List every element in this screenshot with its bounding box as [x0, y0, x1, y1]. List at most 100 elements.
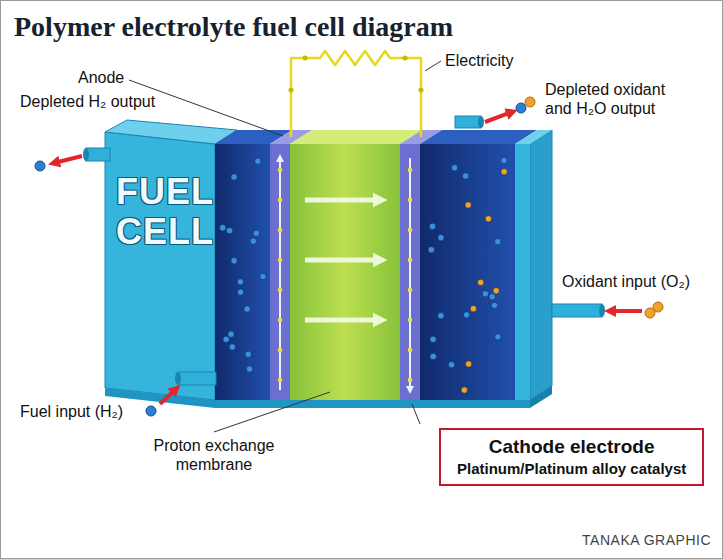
electric-circuit-part — [289, 88, 294, 93]
electron-dot — [278, 198, 283, 203]
gas-molecule — [489, 294, 495, 300]
electron-dots — [278, 168, 413, 383]
gas-molecule — [231, 258, 237, 264]
gas-molecule — [229, 344, 235, 350]
gas-molecule — [501, 169, 507, 175]
cell-layers-part — [515, 144, 530, 400]
gas-symbols-part — [146, 406, 156, 416]
gas-molecule — [438, 235, 444, 241]
flow-label: Fuel input (H₂) — [20, 402, 123, 421]
gas-pipes — [83, 116, 605, 385]
part-label: Proton exchange membrane — [146, 436, 282, 474]
electron-dot — [408, 348, 413, 353]
electron-dot — [278, 288, 283, 293]
gas-molecule — [430, 353, 436, 359]
electron-dot — [408, 318, 413, 323]
cell-layers-part — [515, 130, 552, 144]
gas-symbols-part — [516, 103, 526, 113]
gas-molecule — [253, 230, 259, 236]
electron-dot — [408, 168, 413, 173]
gas-molecules — [220, 157, 508, 393]
gas-molecule — [478, 279, 484, 285]
gas-molecule — [501, 157, 507, 163]
cell-housing-part — [105, 132, 215, 400]
gas-pipes-part — [599, 304, 605, 317]
gas-pipes-part — [86, 148, 110, 161]
flow-arrows-part — [305, 258, 380, 263]
gas-pipes-part — [175, 372, 181, 385]
gas-symbols-part — [653, 302, 663, 312]
part-label: Anode — [78, 68, 124, 87]
electron-dot — [278, 318, 283, 323]
gas-symbols-part — [525, 97, 535, 107]
electron-dot — [408, 228, 413, 233]
cell-housing-part — [530, 130, 552, 400]
electron-dot — [408, 378, 413, 383]
flow-label: Depleted oxidant and H₂O output — [545, 80, 687, 118]
gas-molecule — [448, 361, 454, 367]
gas-molecule — [482, 291, 488, 297]
gas-pipes-part — [552, 304, 602, 317]
cell-housing — [105, 120, 552, 408]
gas-pipes-part — [478, 116, 484, 128]
electron-dot — [278, 258, 283, 263]
gas-molecule — [465, 202, 471, 208]
electron-dot — [278, 378, 283, 383]
electron-dot — [408, 288, 413, 293]
gas-molecule — [491, 302, 497, 308]
cell-layers — [215, 130, 552, 400]
gas-molecule — [430, 336, 436, 342]
electron-dot — [278, 228, 283, 233]
gas-molecule — [228, 331, 234, 337]
gas-flow-arrows-part — [160, 389, 176, 404]
gas-molecule — [465, 361, 471, 367]
gas-molecule — [250, 238, 256, 244]
gas-pipes-part — [178, 372, 216, 385]
electron-dot — [408, 258, 413, 263]
electron-dot — [408, 198, 413, 203]
gas-molecule — [493, 288, 499, 294]
credit-label: TANAKA GRAPHIC — [582, 532, 711, 549]
gas-pipes-part — [83, 148, 89, 161]
leader-lines-part — [214, 392, 330, 432]
gas-molecule — [463, 312, 469, 318]
gas-molecule — [244, 306, 250, 312]
cell-layers-part — [420, 144, 515, 400]
cell-layers-part — [290, 144, 400, 400]
cell-housing-part — [105, 120, 237, 144]
gas-flow-arrows — [54, 112, 642, 404]
leader-lines-part — [412, 404, 420, 424]
electric-circuit — [289, 51, 424, 137]
cell-layers-part — [215, 144, 270, 400]
flow-arrows-part — [409, 158, 411, 390]
gas-symbols-part — [35, 161, 45, 171]
gas-flow-arrows-part — [54, 156, 82, 163]
diagram-title: Polymer electrolyte fuel cell diagram — [14, 10, 453, 44]
gas-molecule — [461, 387, 467, 393]
gas-molecule — [470, 306, 476, 312]
gas-molecule — [495, 238, 501, 244]
gas-molecule — [255, 158, 261, 164]
callout-box: Cathode electrodePlatinum/Platinum alloy… — [439, 428, 704, 486]
gas-molecule — [429, 223, 435, 229]
flow-arrows — [280, 158, 410, 390]
gas-molecule — [438, 313, 444, 319]
electric-circuit-part — [291, 51, 421, 137]
flow-arrows-part — [305, 198, 380, 203]
electric-circuit-part — [419, 88, 424, 93]
gas-molecule — [226, 227, 232, 233]
electric-circuit-part — [403, 56, 408, 61]
gas-molecule — [231, 174, 237, 180]
cell-layers-part — [290, 130, 422, 144]
gas-symbols — [35, 97, 663, 416]
gas-molecule — [451, 165, 457, 171]
gas-flow-arrows-part — [485, 112, 512, 122]
electron-dot — [278, 168, 283, 173]
gas-flow-arrows-part — [610, 309, 642, 313]
leader-lines-part — [425, 61, 441, 71]
gas-molecule — [237, 289, 243, 295]
flow-label: Depleted H₂ output — [20, 92, 155, 111]
